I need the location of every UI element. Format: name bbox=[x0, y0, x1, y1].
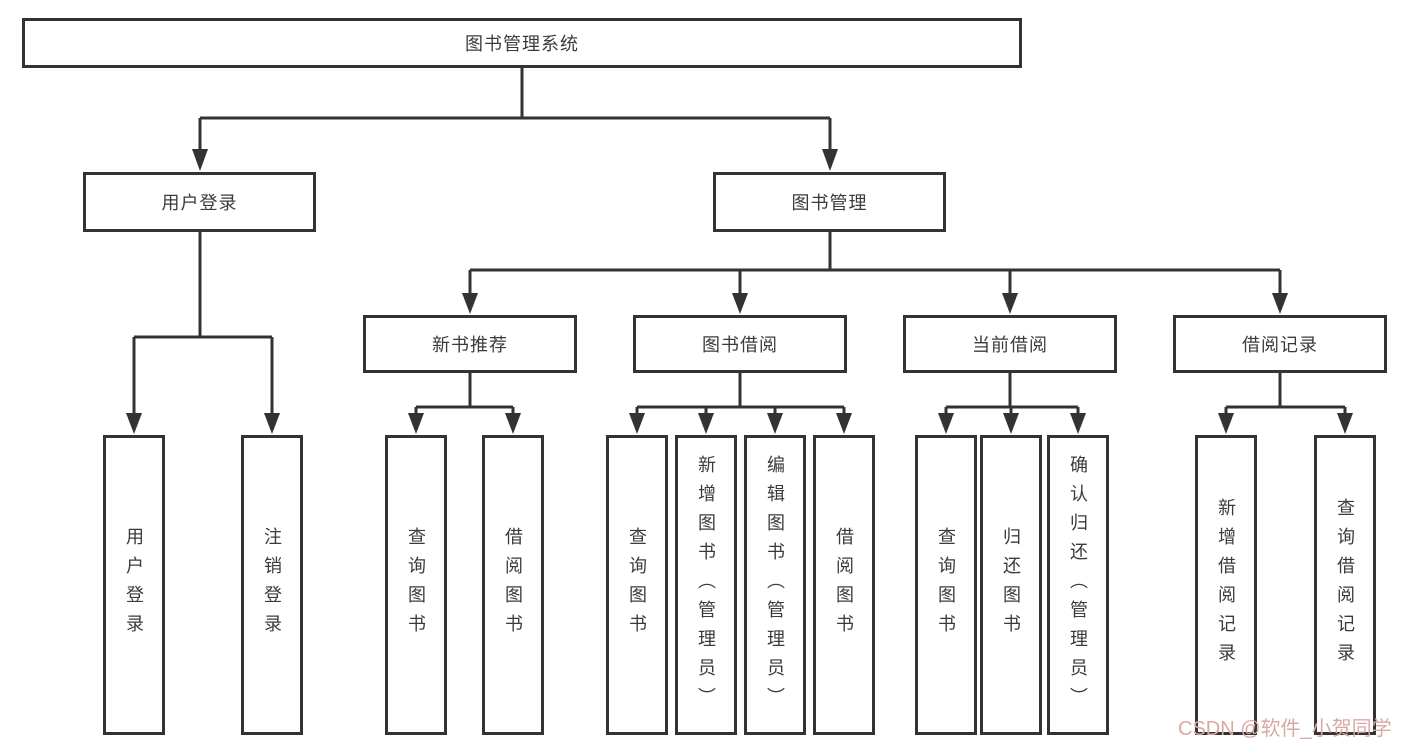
leaf-query-books-3: 查询图书 bbox=[915, 435, 977, 735]
arrowhead-n1 bbox=[408, 413, 424, 434]
arrowhead-n2 bbox=[505, 413, 521, 434]
node-label: 图书管理系统 bbox=[465, 34, 579, 54]
node-book-borrowing: 图书借阅 bbox=[633, 315, 847, 373]
arrowhead-new-book bbox=[462, 293, 478, 314]
leaf-borrow-books-2: 借阅图书 bbox=[813, 435, 875, 735]
arrowhead-c3 bbox=[1070, 413, 1086, 434]
arrowhead-current-borrow bbox=[1002, 293, 1018, 314]
arrowhead-book-borrow bbox=[732, 293, 748, 314]
node-label: 查询借阅记录 bbox=[1335, 498, 1355, 672]
csdn-watermark: CSDN @软件_小贺同学 bbox=[1178, 718, 1392, 740]
node-label: 借阅图书 bbox=[503, 527, 523, 643]
leaf-logout: 注销登录 bbox=[241, 435, 303, 735]
node-new-book-recommend: 新书推荐 bbox=[363, 315, 577, 373]
arrowhead-borrow-records bbox=[1272, 293, 1288, 314]
node-label: 查询图书 bbox=[406, 527, 426, 643]
node-label: 借阅图书 bbox=[834, 527, 854, 643]
node-root-library-system: 图书管理系统 bbox=[22, 18, 1022, 68]
arrowhead-c1 bbox=[938, 413, 954, 434]
node-label: 借阅记录 bbox=[1242, 335, 1318, 355]
arrowhead-c2 bbox=[1003, 413, 1019, 434]
leaf-user-login: 用户登录 bbox=[103, 435, 165, 735]
node-label: 归还图书 bbox=[1001, 527, 1021, 643]
node-label: 用户登录 bbox=[124, 527, 144, 643]
leaf-confirm-return-admin: 确认归还（管理员） bbox=[1047, 435, 1109, 735]
node-borrow-records: 借阅记录 bbox=[1173, 315, 1387, 373]
node-label: 新增借阅记录 bbox=[1216, 498, 1236, 672]
node-label: 当前借阅 bbox=[972, 335, 1048, 355]
node-label: 查询图书 bbox=[936, 527, 956, 643]
node-label: 新增图书（管理员） bbox=[696, 454, 716, 716]
leaf-return-book: 归还图书 bbox=[980, 435, 1042, 735]
node-label: 新书推荐 bbox=[432, 335, 508, 355]
node-label: 确认归还（管理员） bbox=[1068, 454, 1088, 716]
leaf-add-book-admin: 新增图书（管理员） bbox=[675, 435, 737, 735]
leaf-borrow-books-1: 借阅图书 bbox=[482, 435, 544, 735]
node-current-borrowing: 当前借阅 bbox=[903, 315, 1117, 373]
arrowhead-r2 bbox=[1337, 413, 1353, 434]
leaf-query-books-2: 查询图书 bbox=[606, 435, 668, 735]
node-label: 查询图书 bbox=[627, 527, 647, 643]
arrowhead-book-mgmt bbox=[822, 149, 838, 171]
node-user-login: 用户登录 bbox=[83, 172, 316, 232]
node-label: 注销登录 bbox=[262, 527, 282, 643]
leaf-query-books-1: 查询图书 bbox=[385, 435, 447, 735]
leaf-add-borrow-record: 新增借阅记录 bbox=[1195, 435, 1257, 735]
arrowhead-b2 bbox=[698, 413, 714, 434]
arrowhead-user-login bbox=[192, 149, 208, 171]
node-book-management: 图书管理 bbox=[713, 172, 946, 232]
arrowhead-b4 bbox=[836, 413, 852, 434]
arrowhead-b3 bbox=[767, 413, 783, 434]
leaf-edit-book-admin: 编辑图书（管理员） bbox=[744, 435, 806, 735]
node-label: 图书借阅 bbox=[702, 335, 778, 355]
node-label: 用户登录 bbox=[161, 193, 238, 213]
arrowhead-leaf-logout bbox=[264, 413, 280, 434]
arrowhead-b1 bbox=[629, 413, 645, 434]
node-label: 编辑图书（管理员） bbox=[765, 454, 785, 716]
leaf-query-borrow-record: 查询借阅记录 bbox=[1314, 435, 1376, 735]
arrowhead-r1 bbox=[1218, 413, 1234, 434]
node-label: 图书管理 bbox=[791, 193, 868, 213]
arrowhead-leaf-user-login bbox=[126, 413, 142, 434]
